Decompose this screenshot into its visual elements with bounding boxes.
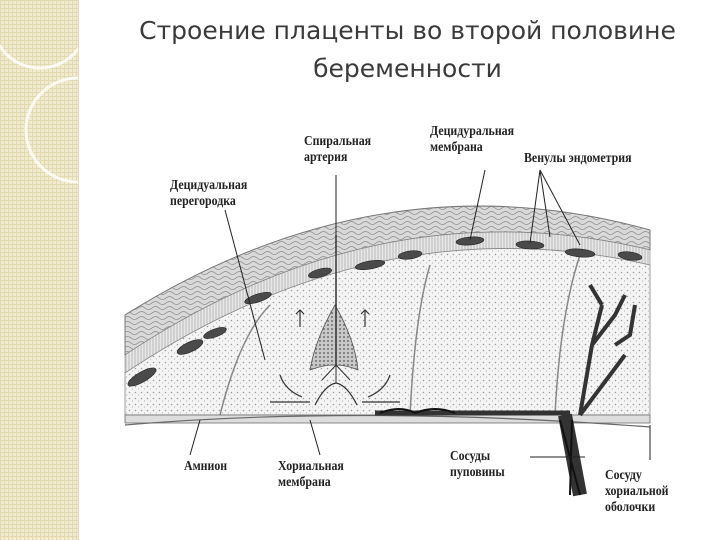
umbilical-cord: [558, 413, 587, 497]
decorative-circles: [0, 43, 78, 184]
label-endometrial-venules: Венулы эндометрия: [524, 150, 632, 165]
septum-right: [554, 254, 581, 416]
label-amnion: Амнион: [184, 458, 228, 473]
placenta-diagram: [124, 169, 651, 497]
label-decidual-septum: Децидуальная перегородка: [170, 177, 248, 208]
villous-tree: [578, 283, 637, 417]
endometrial-venules: [127, 236, 643, 387]
leader-lines: [189, 169, 651, 460]
label-spiral-artery: Спиральная артерия: [304, 133, 372, 164]
label-chorionic-vessels: Сосуду хориальной оболочки: [605, 467, 669, 514]
septum-middle: [409, 264, 431, 416]
spiral-artery-jet: [309, 304, 359, 371]
flow-arrows: [270, 309, 400, 406]
label-umbilical-vessels: Сосуды пуповины: [450, 448, 505, 479]
decorative-side-strip: [0, 0, 79, 540]
label-chorionic-membrane: Хориальная мембрана: [278, 458, 344, 489]
page-title: Строение плаценты во второй половине бер…: [139, 16, 676, 83]
septum-left: [219, 304, 271, 416]
label-decidual-membrane: Децидуральная мембрана: [430, 123, 515, 154]
